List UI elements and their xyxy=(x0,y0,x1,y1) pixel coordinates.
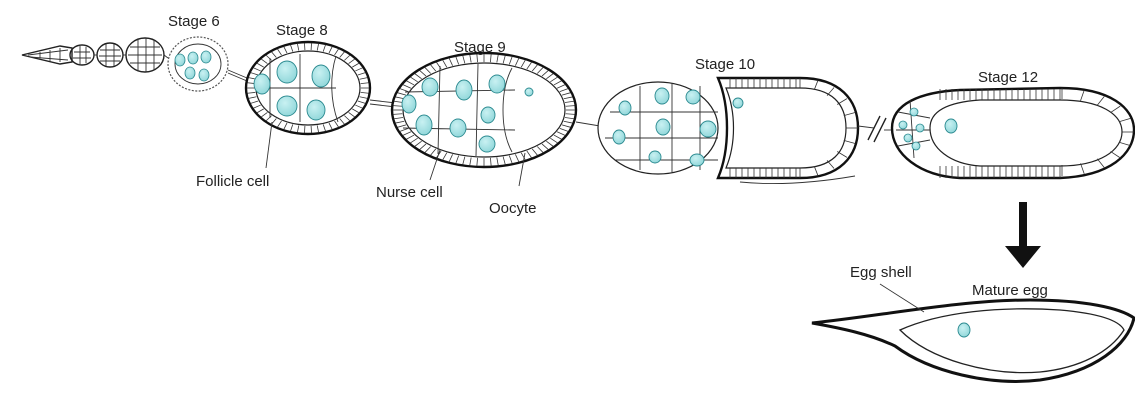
down-arrow-icon xyxy=(1005,202,1041,268)
mature-egg-label: Mature egg xyxy=(972,282,1048,299)
stage-6-chamber xyxy=(168,37,228,91)
stage-10-chamber xyxy=(598,78,858,184)
stage-10-label: Stage 10 xyxy=(695,56,755,73)
stage-8-label: Stage 8 xyxy=(276,22,328,39)
stage-9-label: Stage 9 xyxy=(454,39,506,56)
egg-shell-label: Egg shell xyxy=(850,264,912,281)
follicle-cell-label: Follicle cell xyxy=(196,173,269,190)
stage-12-label: Stage 12 xyxy=(978,69,1038,86)
stalk-10-break xyxy=(858,126,874,128)
stage-6-label: Stage 6 xyxy=(168,13,220,30)
mature-egg xyxy=(812,300,1134,381)
nurse-cell-label: Nurse cell xyxy=(376,184,443,201)
stage-9-chamber xyxy=(392,53,576,167)
germarium xyxy=(22,38,168,72)
follicle-cell-leader xyxy=(266,122,272,168)
stalk-9-10 xyxy=(576,122,600,126)
egg-shell-leader xyxy=(880,284,924,312)
oocyte-label: Oocyte xyxy=(489,200,537,217)
break-marks xyxy=(868,116,886,142)
stage-8-chamber xyxy=(246,42,370,134)
stage-12-chamber xyxy=(892,88,1134,178)
